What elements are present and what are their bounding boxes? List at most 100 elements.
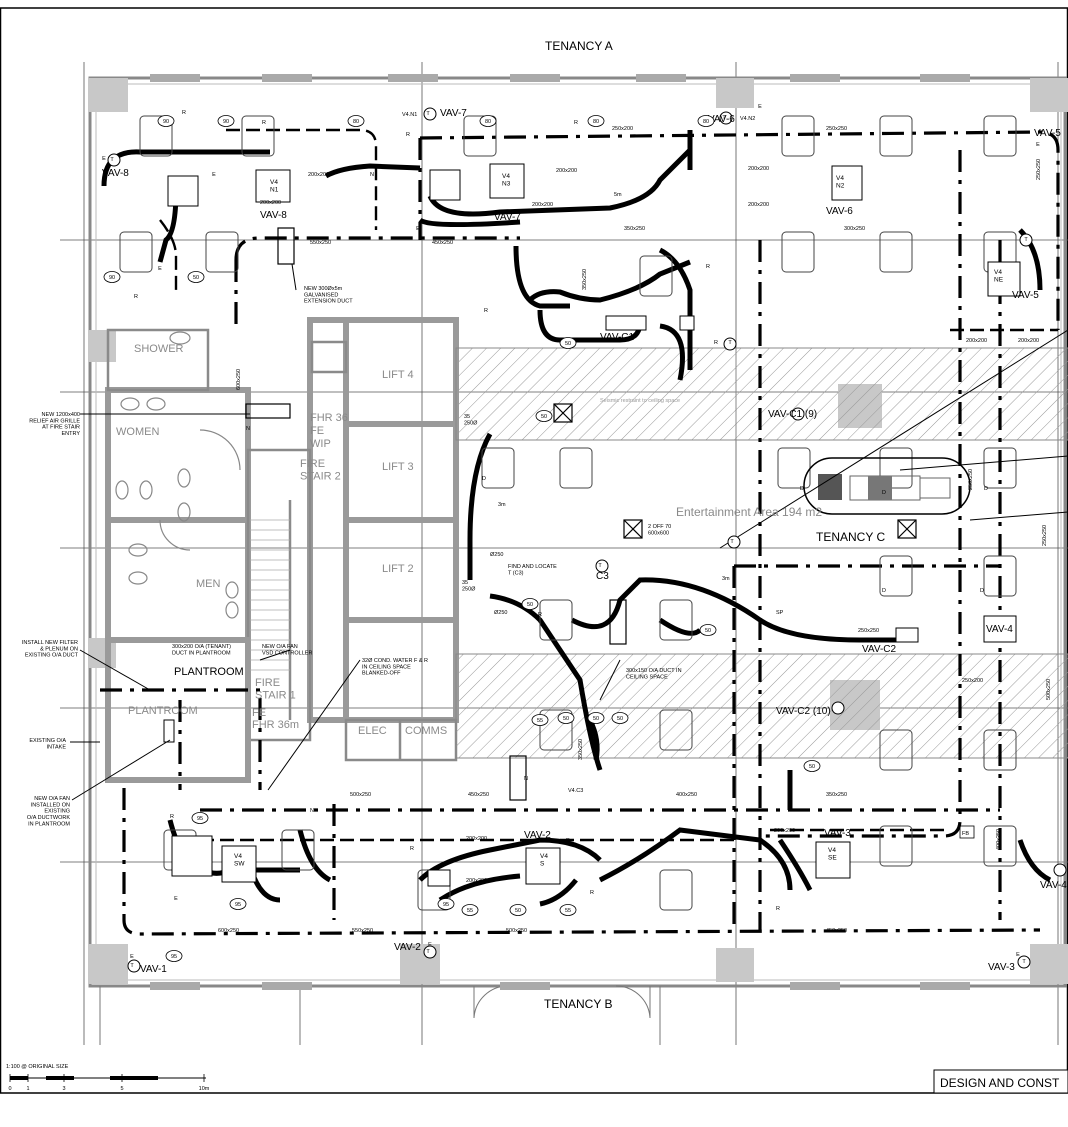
airflow-bubble: 55 [559, 904, 577, 916]
duct-size: 200x200 [466, 878, 487, 884]
label-fe-lower: FE [252, 707, 266, 719]
return-grilles [245, 227, 917, 801]
room-plantroom-dup: PLANTROOM [128, 705, 198, 717]
marker-letter: T [426, 949, 430, 955]
marker-letter: E [174, 896, 178, 902]
duct-size: 250x250 [826, 126, 847, 132]
airflow-bubble: 95 [191, 812, 209, 824]
text-line: GALVANISED [304, 292, 338, 298]
airflow-value: 50 [541, 414, 547, 420]
text-line: EXISTING O/A [29, 738, 66, 744]
marker-3m: 3m [722, 576, 730, 582]
duct-size: 200x200 [748, 202, 769, 208]
airflow-bubble: 50 [509, 904, 527, 916]
airflow-bubble: 55 [531, 714, 549, 726]
room-lift-3: LIFT 3 [382, 461, 414, 473]
vav-4-tag: VAV-4 [1040, 880, 1067, 891]
text-line: FIND AND LOCATE [508, 564, 557, 570]
unit-tag-v4n2: V4.N2 [740, 116, 755, 122]
marker-letter: E [102, 156, 106, 162]
marker-letter: E [1036, 142, 1040, 148]
marker-letter: R [410, 846, 414, 852]
marker-sp: SP [776, 610, 784, 616]
thermostats [107, 107, 1067, 973]
marker-letter: E [212, 172, 216, 178]
text-line: INSTALL NEW FILTER [22, 640, 78, 646]
text-line: V4 [994, 269, 1002, 276]
text-line: 35 [464, 414, 470, 420]
airflow-value: 50 [565, 341, 571, 347]
text-line: NEW O/A FAN [262, 644, 298, 650]
unit-tag-v4c3: V4.C3 [568, 788, 583, 794]
label-fhr-upper: FHR 36 [310, 412, 348, 424]
marker-letter: N [524, 776, 528, 782]
airflow-bubble: 50 [587, 712, 605, 724]
duct-size-vertical: 250x250 [1042, 525, 1048, 546]
marker-letter: T [730, 539, 734, 545]
airflow-value: 50 [515, 908, 521, 914]
airflow-bubble: 50 [521, 598, 539, 610]
text-line: DUCT IN PLANTROOM [172, 650, 231, 656]
airflow-bubble: 50 [699, 624, 717, 636]
vav-7-tag: VAV-7 [440, 108, 467, 119]
room-lift-2: LIFT 2 [382, 563, 414, 575]
duct-size-vertical: 600x250 [236, 369, 242, 390]
duct-size: 250x200 [612, 126, 633, 132]
text-line: EXISTING O/A DUCT [25, 653, 79, 659]
airflow-bubble: 90 [217, 115, 235, 127]
marker-letter: D [482, 476, 486, 482]
duct-size: 200x200 [556, 168, 577, 174]
airflow-value: 55 [537, 718, 543, 724]
marker-letter: T [130, 963, 134, 969]
duct-size: 450x250 [826, 928, 847, 934]
text-line: FIRE [300, 458, 325, 470]
duct-size-vertical: 400x250 [996, 829, 1002, 850]
marker-letter: T [598, 563, 602, 569]
airflow-value: 80 [703, 119, 709, 125]
text-line: 250Ø [462, 586, 476, 592]
text-line: STAIR 2 [300, 471, 341, 483]
hatched-zones [455, 347, 1068, 759]
marker-letter: N [590, 732, 594, 738]
duct-size-vertical: 500x250 [1046, 679, 1052, 700]
note-ceiling-restraint: Seismic restraint to ceiling space [600, 398, 680, 404]
airflow-value: 90 [223, 119, 229, 125]
airflow-bubble: 50 [611, 712, 629, 724]
airflow-value: 50 [617, 716, 623, 722]
scale-note: 1:100 @ ORIGINAL SIZE [6, 1064, 69, 1070]
text-line: T (C3) [508, 570, 524, 576]
label-wip: WIP [310, 438, 331, 450]
vav-5-label: VAV-5 [1012, 290, 1039, 301]
duct-size: 200x200 [260, 200, 281, 206]
marker-letter: D [882, 588, 886, 594]
duct-size: 250x250 [858, 628, 879, 634]
text-line: V4 [540, 853, 548, 860]
marker-letter: R [406, 132, 410, 138]
vav-2-label: VAV-2 [524, 830, 551, 841]
duct-size: 450x250 [432, 240, 453, 246]
airflow-bubble: 50 [535, 410, 553, 422]
duct-size: 600x250 [218, 928, 239, 934]
text-line: STAIR 1 [255, 690, 296, 702]
text-line: N1 [270, 186, 279, 193]
text-line: SW [234, 860, 245, 867]
text-line: 300x150 O/A DUCT IN [626, 668, 682, 674]
scale-tick-label: 1 [26, 1086, 29, 1092]
text-line: V4 [234, 853, 242, 860]
duct-size: 200x200 [466, 836, 487, 842]
text-line: INTAKE [47, 744, 67, 750]
text-line: IN CEILING SPACE [362, 664, 411, 670]
